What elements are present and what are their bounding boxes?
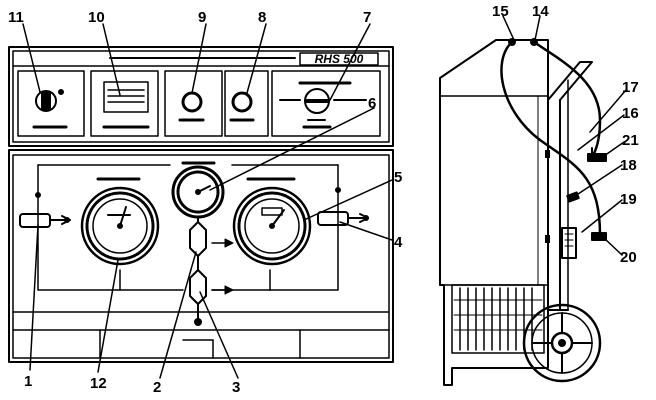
display-screen — [103, 81, 149, 113]
callout-11: 11 — [8, 9, 24, 26]
callout-numbers: 11 10 9 8 7 6 5 4 1 12 2 3 15 14 17 16 2… — [8, 3, 639, 396]
model-plate — [299, 52, 379, 66]
callout-leaders — [22, 15, 627, 379]
selector-box — [271, 70, 381, 137]
callout-4: 4 — [394, 234, 403, 251]
center-gauge-icon — [171, 161, 225, 219]
callout-3: 3 — [232, 379, 240, 396]
upper-sight-glass-icon — [189, 216, 207, 257]
coupler-20-icon — [591, 232, 607, 241]
callout-7: 7 — [363, 9, 371, 26]
right-pipe — [269, 164, 339, 291]
push-button-8-icon — [231, 91, 253, 113]
callout-18: 18 — [620, 157, 637, 174]
callout-16: 16 — [622, 105, 639, 122]
main-switch-box — [17, 70, 85, 137]
coupler-21-icon — [587, 147, 607, 162]
callout-8: 8 — [258, 9, 266, 26]
high-pressure-gauge-icon — [232, 177, 312, 266]
button-8-box — [224, 70, 269, 137]
ventilation-grille — [451, 284, 545, 354]
low-pressure-gauge-icon — [80, 177, 160, 266]
wheel-icon — [522, 303, 602, 383]
callout-1: 1 — [24, 373, 32, 390]
oil-bottle-icon — [561, 227, 577, 259]
callout-21: 21 — [622, 132, 639, 149]
button-9-box — [164, 70, 223, 137]
callout-9: 9 — [198, 9, 206, 26]
hose-18 — [500, 40, 602, 237]
callout-17: 17 — [622, 79, 639, 96]
main-switch-icon — [35, 90, 57, 112]
unit-side-view — [439, 38, 607, 386]
callout-10: 10 — [88, 9, 105, 26]
callout-12: 12 — [90, 375, 107, 392]
callout-19: 19 — [620, 191, 637, 208]
front-panel: RHS 500 — [8, 46, 394, 363]
left-pipe — [37, 164, 121, 291]
gauge-panel — [8, 149, 394, 363]
hose-17 — [532, 40, 602, 160]
push-button-9-icon — [181, 91, 203, 113]
display-box — [90, 70, 159, 137]
lower-sight-glass-icon — [189, 255, 207, 326]
callout-14: 14 — [532, 3, 549, 20]
callout-15: 15 — [492, 3, 509, 20]
callout-5: 5 — [394, 169, 402, 186]
left-service-valve-icon — [19, 213, 71, 228]
model-label: RHS 500 — [315, 52, 364, 66]
callout-2: 2 — [153, 379, 161, 396]
handle — [547, 61, 593, 101]
callout-20: 20 — [620, 249, 637, 266]
right-service-valve-icon — [317, 211, 369, 226]
callout-6: 6 — [368, 95, 376, 112]
